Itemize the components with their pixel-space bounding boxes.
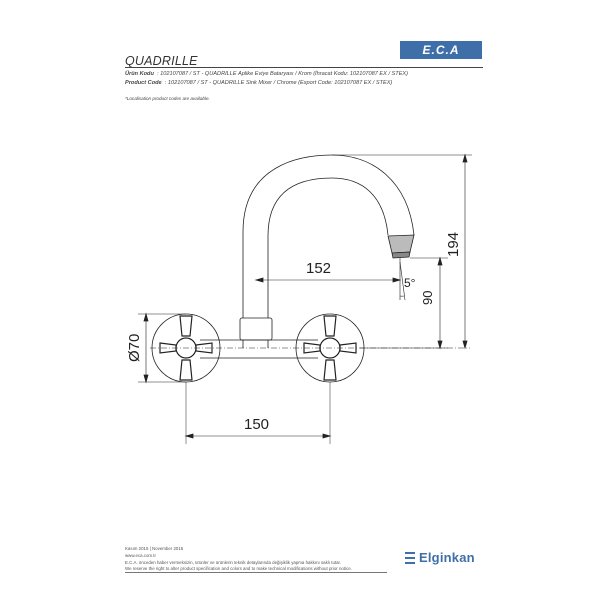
dim-angle-label: 5°: [404, 276, 416, 290]
dim-152-label: 152: [306, 260, 331, 277]
spout-outer: [242, 154, 415, 318]
tr-product-code-line: Ürün Kodu : 102107087 / ST - QUADRILLE A…: [125, 71, 408, 77]
footer-en-disclaimer: We reserve the right to alter product sp…: [125, 566, 352, 571]
dim-90-label: 90: [420, 291, 435, 305]
dim-70-label: Ø70: [126, 334, 143, 362]
elginkan-brand-name: Elginkan: [419, 550, 475, 565]
dim-194-label: 194: [445, 232, 462, 257]
elginkan-mark-icon: [405, 551, 415, 564]
spout-aerator-base: [391, 251, 411, 259]
elginkan-logo: Elginkan: [405, 550, 475, 565]
product-title: QUADRILLE: [125, 54, 198, 68]
spout-aerator: [387, 234, 415, 254]
tr-product-code-label: Ürün Kodu: [125, 71, 154, 77]
en-product-code-label: Product Code: [125, 80, 162, 86]
eca-logo: E.C.A: [400, 41, 482, 59]
tr-product-code-value: : 102107087 / ST - QUADRILLE Aplike Eviy…: [157, 71, 409, 77]
footer-tr-disclaimer: E.C.A. önceden haber vermeksizin, ürünle…: [125, 560, 341, 565]
header-divider: [125, 67, 483, 68]
footer-divider: [125, 572, 387, 573]
eca-logo-text: E.C.A: [422, 43, 460, 57]
footer-website: www.eca.com.tr: [125, 553, 156, 558]
en-product-code-value: : 102107087 / ST - QUADRILLE Sink Mixer …: [164, 80, 393, 86]
dim-150-label: 150: [244, 416, 269, 433]
angle-line: [399, 261, 406, 301]
footer-date: Kasım 2015 | November 2015: [125, 546, 184, 551]
spout-inner: [267, 177, 389, 318]
mixer-body: [239, 317, 273, 341]
localisation-note: *Localisation product codes are availabl…: [125, 96, 210, 101]
en-product-code-line: Product Code : 102107087 / ST - QUADRILL…: [125, 80, 392, 86]
